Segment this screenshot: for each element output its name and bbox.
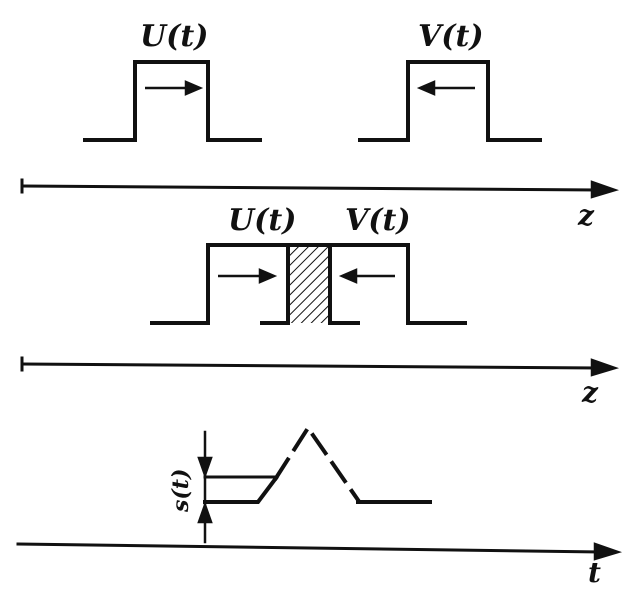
label-axis-z-top: z: [577, 199, 595, 232]
axis-z-mid-arrowhead: [590, 358, 620, 377]
measure-arrow-up-icon: [197, 456, 213, 479]
label-v-top: V(t): [418, 19, 484, 54]
label-u-mid: U(t): [228, 203, 296, 238]
arrowhead-left-mid-icon: [338, 268, 358, 284]
pulse-u-mid-shape: [150, 243, 360, 325]
label-axis-t: t: [588, 556, 601, 589]
signal-peak-dashed: [273, 424, 361, 503]
arrowhead-right-icon: [184, 80, 204, 96]
arrowhead-left-icon: [416, 80, 436, 96]
axis-z-mid-line: [20, 362, 600, 370]
overlap-hatched-region: [288, 245, 330, 323]
label-axis-z-mid: z: [581, 376, 599, 409]
pulse-u-top-shape: [83, 60, 262, 142]
axis-z-top-arrowhead: [590, 180, 620, 199]
arrowhead-right-mid-icon: [258, 268, 278, 284]
pulse-v-mid-shape: [260, 243, 467, 325]
label-signal: s(t): [168, 469, 194, 513]
axis-t-arrowhead: [593, 542, 623, 561]
signal-baseline-left: [203, 475, 279, 504]
axis-t-line: [16, 542, 602, 554]
axis-z-top-line: [20, 184, 600, 192]
label-v-mid: V(t): [345, 203, 411, 238]
measure-arrow-down-icon: [197, 501, 213, 524]
label-u-top: U(t): [140, 19, 208, 54]
pulse-v-top-shape: [358, 60, 542, 142]
